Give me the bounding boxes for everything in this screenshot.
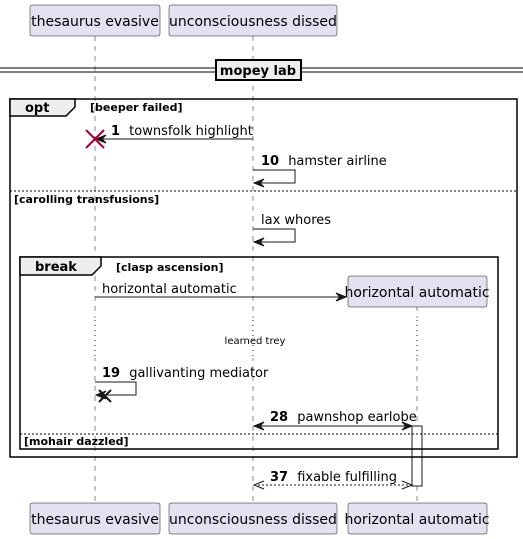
message-number: 1 [111, 124, 120, 139]
svg-text:1 townsfolk highlight: 1 townsfolk highlight [111, 120, 253, 139]
divider: mopey lab [0, 59, 523, 81]
participant-created-horizontal-automatic[interactable]: horizontal automatic [344, 275, 490, 308]
fragment-else-condition: [carolling transfusions] [14, 193, 159, 206]
participant-bottom-unconsciousness-dissed[interactable]: unconsciousness dissed [168, 502, 338, 535]
message-28: 28 pawnshop earlobe [252, 406, 417, 431]
message-number: 19 [102, 366, 120, 381]
message-10: 10 hamster airline [252, 150, 387, 188]
svg-text:37 fixable fulfilling: 37 fixable fulfilling [270, 466, 397, 485]
message-label: gallivanting mediator [129, 366, 269, 381]
fragment-break: break [clasp ascension] [mohair dazzled] [19, 256, 499, 450]
message-19: 19 gallivanting mediator [94, 362, 269, 403]
svg-text:19 gallivanting mediator: 19 gallivanting mediator [102, 362, 269, 381]
fragment-condition: [beeper failed] [90, 101, 183, 114]
message-number: 10 [261, 154, 279, 169]
participant-bottom-horizontal-automatic[interactable]: horizontal automatic [344, 502, 490, 535]
participant-bottom-thesaurus-evasive[interactable]: thesaurus evasive [29, 502, 161, 535]
fragment-opt: opt [beeper failed] [carolling transfusi… [9, 98, 518, 458]
message-lax-whores: lax whores [252, 213, 331, 247]
fragment-keyword: opt [25, 101, 49, 116]
participant-label: horizontal automatic [344, 512, 489, 528]
message-1: 1 townsfolk highlight [85, 120, 253, 149]
participant-label: thesaurus evasive [31, 14, 159, 30]
participant-label: horizontal automatic [344, 285, 489, 301]
participant-top-unconsciousness-dissed[interactable]: unconsciousness dissed [168, 4, 338, 37]
destroy-marker [98, 389, 112, 403]
delay: learned trey [90, 318, 422, 358]
divider-label: mopey lab [220, 64, 296, 79]
fragment-tab [9, 98, 76, 117]
message-create-horizontal-automatic: horizontal automatic [95, 282, 348, 302]
message-label: lax whores [261, 213, 331, 228]
svg-text:10 hamster airline: 10 hamster airline [261, 150, 387, 169]
destroy-marker [85, 129, 105, 149]
participant-label: unconsciousness dissed [169, 14, 337, 30]
fragment-tab [19, 256, 102, 276]
message-label: horizontal automatic [102, 282, 237, 297]
message-label: fixable fulfilling [297, 470, 397, 485]
message-number: 28 [270, 410, 288, 425]
fragment-keyword: break [35, 260, 77, 275]
fragment-condition: [clasp ascension] [116, 261, 224, 274]
participant-label: thesaurus evasive [31, 512, 159, 528]
fragment-else-condition: [mohair dazzled] [24, 435, 129, 448]
message-37: 37 fixable fulfilling [252, 466, 414, 490]
delay-label: learned trey [225, 336, 286, 347]
message-label: townsfolk highlight [129, 124, 253, 139]
message-label: hamster airline [288, 154, 387, 169]
participant-top-thesaurus-evasive[interactable]: thesaurus evasive [29, 4, 161, 37]
message-label: pawnshop earlobe [297, 410, 417, 425]
message-number: 37 [270, 470, 288, 485]
participant-label: unconsciousness dissed [169, 512, 337, 528]
svg-text:28 pawnshop earlobe: 28 pawnshop earlobe [270, 406, 417, 425]
activation-bar [411, 425, 423, 487]
